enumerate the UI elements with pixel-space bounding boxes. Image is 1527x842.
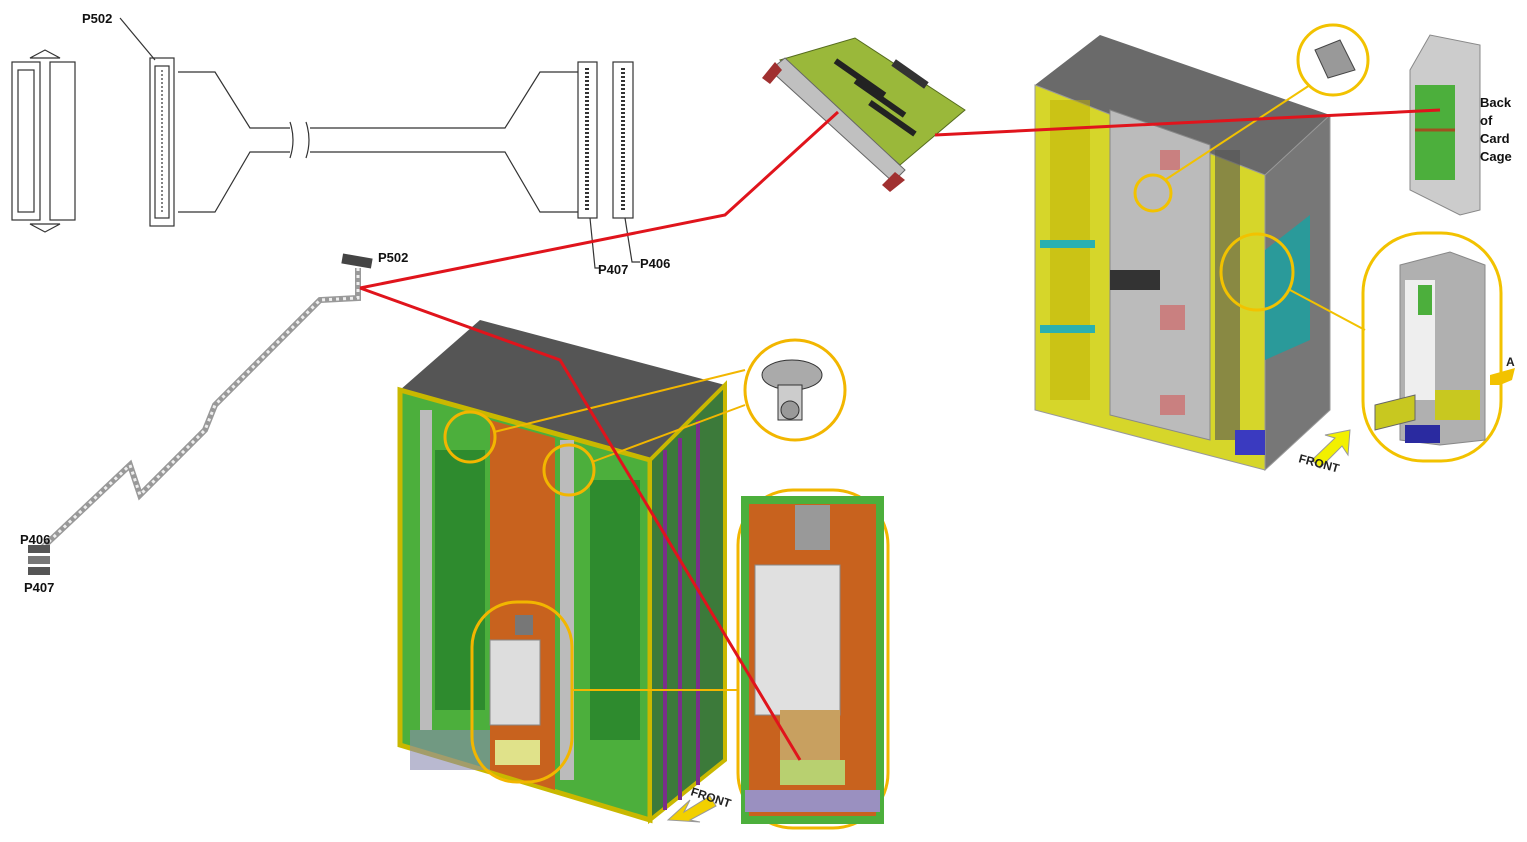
p502-connector — [149, 57, 175, 227]
back-of-card-cage-line-2: of — [1480, 113, 1493, 128]
cable-body — [178, 71, 578, 213]
p407-connector — [577, 61, 598, 219]
p406-connector — [612, 61, 634, 219]
label-p407-ribbon: P407 — [24, 580, 54, 595]
front-arrow-left: FRONT — [666, 785, 733, 823]
back-of-card-cage-line-4: Cage — [1480, 149, 1512, 164]
power-supply-zoom — [741, 496, 884, 824]
back-of-card-cage-line-3: Card — [1480, 131, 1510, 146]
cable-schematic — [11, 17, 640, 269]
right-cabinet — [1034, 35, 1331, 472]
connection-lines — [359, 108, 1441, 761]
back-of-card-cage-image — [1409, 34, 1481, 216]
card-cage-zoom: A — [1374, 251, 1515, 446]
pcb-card — [762, 37, 966, 192]
callouts-right — [1133, 23, 1503, 463]
connection-line-card — [359, 110, 840, 290]
label-p502-top: P502 — [82, 11, 112, 26]
left-cabinet — [397, 320, 727, 825]
ribbon-cable-route — [28, 253, 373, 575]
label-p502-ribbon: P502 — [378, 250, 408, 265]
connection-line-cabinet — [359, 286, 802, 761]
end-connector-side-view — [11, 49, 76, 233]
cable-break — [289, 121, 310, 159]
label-p406-top: P406 — [640, 256, 670, 271]
connection-line-card-cage — [934, 108, 1441, 137]
back-of-card-cage-line-1: Back — [1480, 95, 1512, 110]
label-p407-top: P407 — [598, 262, 628, 277]
view-a-label: A — [1506, 355, 1515, 369]
label-p406-ribbon: P406 — [20, 532, 50, 547]
bracket-detail-icon — [761, 359, 823, 421]
front-arrow-right: FRONT — [1297, 429, 1351, 476]
bracket-detail-icon-right — [1314, 39, 1356, 79]
